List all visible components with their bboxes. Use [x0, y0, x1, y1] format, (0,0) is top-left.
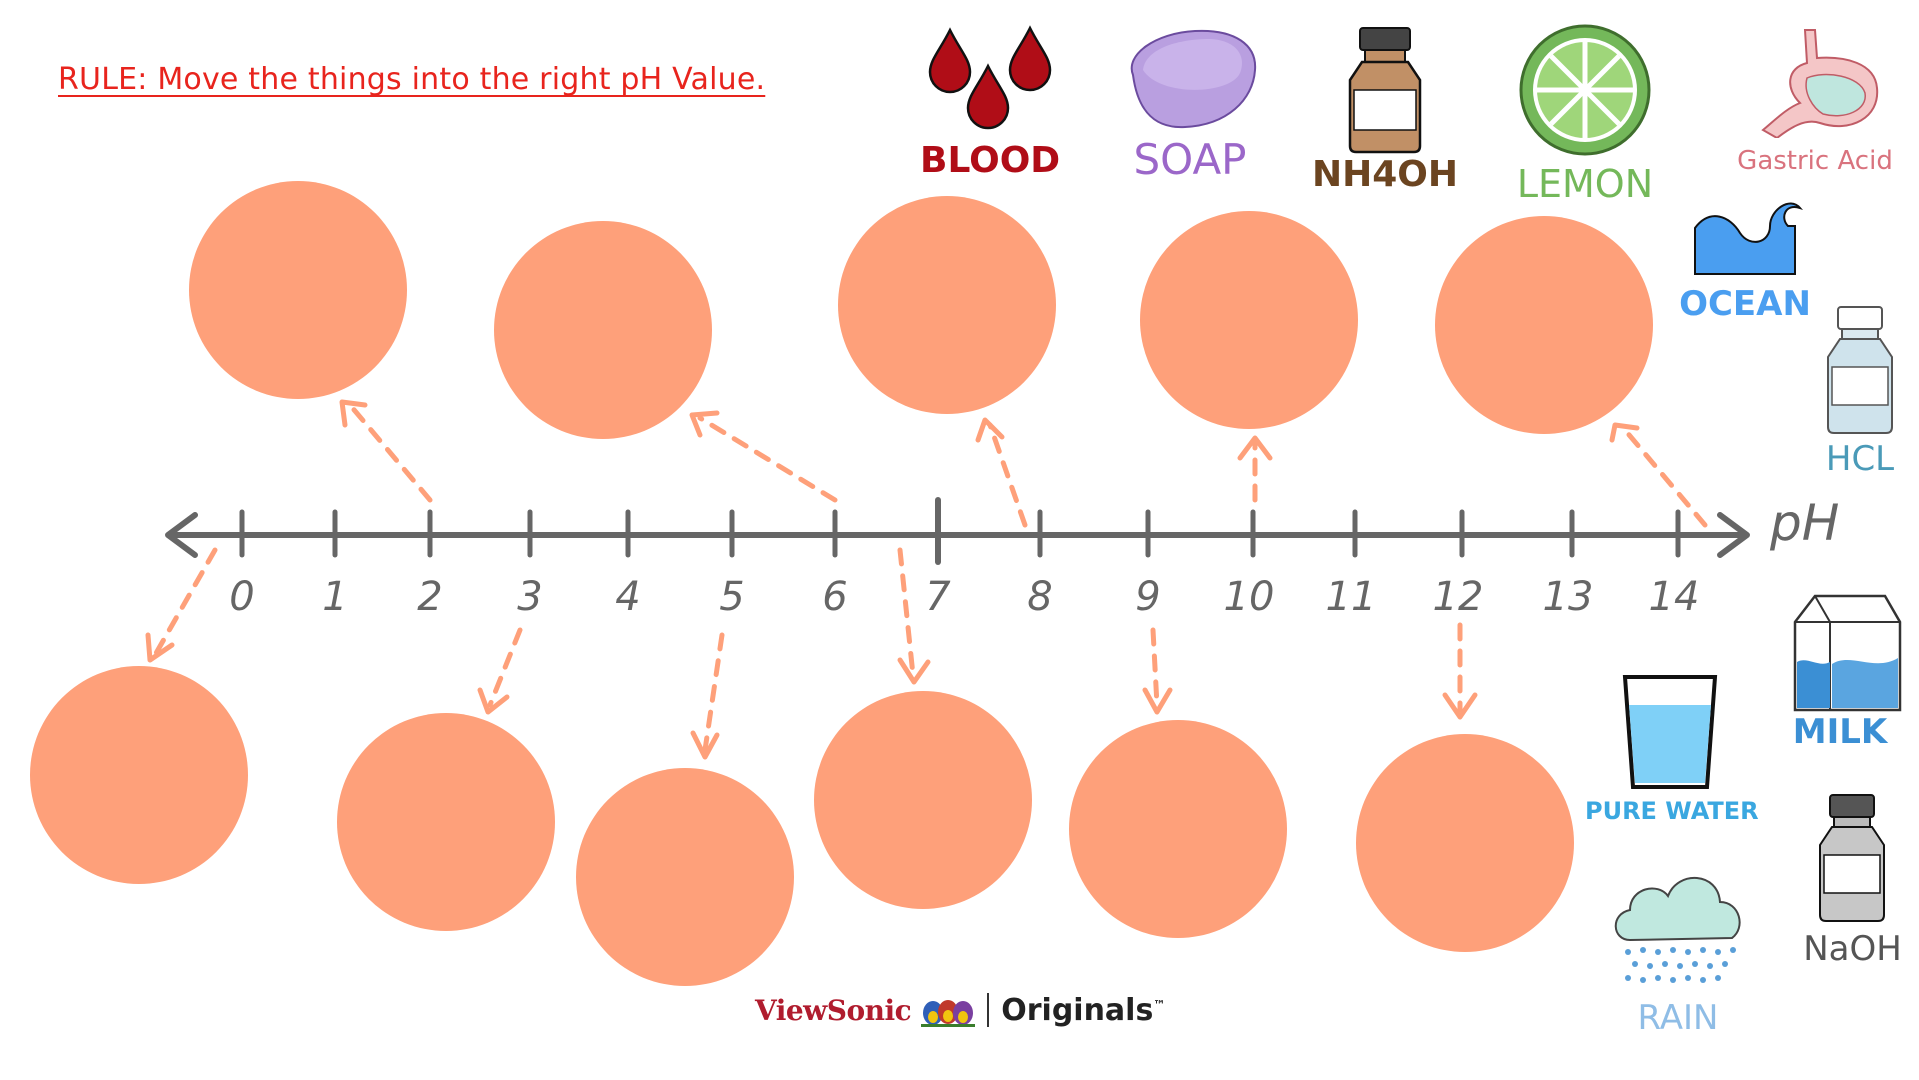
ph-target-circle[interactable] — [1356, 734, 1574, 952]
arrow-head — [1142, 687, 1173, 715]
ph-target-circle[interactable] — [1069, 720, 1287, 938]
item-milk[interactable]: MILK — [1775, 592, 1905, 752]
axis-tick-label: 11 — [1326, 574, 1377, 620]
dashed-arrow — [702, 632, 725, 753]
milk-carton-icon — [1793, 594, 1902, 712]
arrow-head — [690, 730, 720, 760]
item-hcl-label: HCL — [1825, 439, 1895, 479]
ph-target-circle[interactable] — [494, 221, 712, 439]
ph-target-circle[interactable] — [1140, 211, 1358, 429]
arrow-head — [1237, 435, 1273, 461]
ph-target-circle[interactable] — [30, 666, 248, 884]
brand-company: ViewSonic — [755, 993, 912, 1027]
ph-target-circle[interactable] — [337, 713, 555, 931]
dashed-arrow — [1622, 427, 1708, 528]
item-pure-water-label: PURE WATER — [1585, 797, 1759, 825]
axis-tick-label: 10 — [1224, 574, 1275, 620]
brand-product: Originals™ — [1001, 992, 1166, 1028]
item-blood[interactable]: BLOOD — [920, 22, 1060, 182]
ph-target-circle[interactable] — [576, 768, 794, 986]
axis-tick-label: 2 — [417, 574, 442, 620]
wave-icon — [1694, 202, 1804, 275]
item-lemon[interactable]: LEMON — [1510, 22, 1660, 206]
axis-tick-label: 5 — [719, 574, 744, 620]
arrow-head — [339, 399, 368, 428]
soap-bar-icon — [1130, 29, 1257, 129]
axis-ph-label: pH — [1769, 494, 1839, 552]
dashed-arrow — [1150, 627, 1160, 708]
axis-tick-label: 8 — [1027, 574, 1052, 620]
axis-tick-label: 6 — [822, 574, 847, 620]
rule-instruction: RULE: Move the things into the right pH … — [58, 62, 766, 97]
dashed-arrow — [987, 422, 1028, 528]
brand-separator — [987, 993, 990, 1027]
axis-tick-label: 0 — [229, 574, 254, 620]
dashed-arrow — [487, 627, 523, 708]
ph-target-circle[interactable] — [1435, 216, 1653, 434]
arrow-head — [145, 632, 175, 663]
lemon-slice-icon — [1519, 24, 1651, 156]
arrow-head — [1442, 692, 1478, 720]
dashed-arrow — [347, 402, 433, 503]
item-milk-label: MILK — [1792, 712, 1888, 752]
item-naoh[interactable]: NaOH — [1800, 793, 1905, 969]
item-gastric-acid[interactable]: Gastric Acid — [1725, 28, 1905, 178]
item-soap-label: SOAP — [1133, 135, 1247, 184]
item-lemon-label: LEMON — [1516, 162, 1654, 206]
item-naoh-label: NaOH — [1803, 929, 1902, 969]
item-nh4oh-label: NH4OH — [1311, 154, 1459, 195]
arrow-head — [477, 687, 510, 715]
item-nh4oh[interactable]: NH4OH — [1310, 24, 1460, 199]
arrow-head — [689, 410, 720, 438]
item-ocean[interactable]: OCEAN — [1670, 188, 1820, 333]
item-soap[interactable]: SOAP — [1115, 25, 1265, 185]
item-blood-label: BLOOD — [920, 140, 1061, 181]
axis-tick-label: 3 — [517, 574, 542, 620]
bottle-icon — [1819, 794, 1885, 922]
dashed-arrow — [897, 547, 916, 678]
bottle-icon — [1348, 27, 1422, 154]
axis-tick-label: 4 — [615, 574, 640, 620]
axis-tick-label: 1 — [322, 574, 347, 620]
stomach-icon — [1761, 29, 1879, 138]
arrow-head — [1609, 422, 1640, 443]
axis-tick-label: 14 — [1649, 574, 1700, 620]
blood-drops-icon — [928, 25, 1052, 130]
ph-target-circle[interactable] — [838, 196, 1056, 414]
dashed-arrow — [152, 547, 218, 658]
item-hcl[interactable]: HCL — [1810, 305, 1910, 480]
item-gastric-acid-label: Gastric Acid — [1737, 146, 1893, 176]
axis-tick-label: 9 — [1135, 574, 1160, 620]
brand-footer: ViewSonic Originals™ — [755, 990, 1165, 1030]
item-rain[interactable]: RAIN — [1608, 868, 1748, 1043]
item-rain-label: RAIN — [1637, 998, 1719, 1038]
rain-cloud-icon — [1614, 877, 1741, 983]
axis-right-arrowhead — [1717, 512, 1750, 558]
axis-tick-label: 7 — [925, 574, 951, 620]
birds-logo-icon — [921, 1000, 976, 1027]
axis-tick-label: 13 — [1543, 574, 1594, 620]
axis-tick-label: 12 — [1433, 574, 1484, 620]
dashed-arrow — [697, 415, 838, 503]
item-ocean-label: OCEAN — [1679, 284, 1811, 324]
bottle-icon — [1827, 306, 1893, 434]
arrow-head — [975, 417, 1005, 443]
arrow-head — [897, 657, 931, 685]
ph-target-circle[interactable] — [189, 181, 407, 399]
water-glass-icon — [1622, 675, 1718, 789]
axis-left-arrowhead — [165, 512, 198, 558]
item-pure-water[interactable]: PURE WATER — [1585, 675, 1759, 825]
ph-target-circle[interactable] — [814, 691, 1032, 909]
